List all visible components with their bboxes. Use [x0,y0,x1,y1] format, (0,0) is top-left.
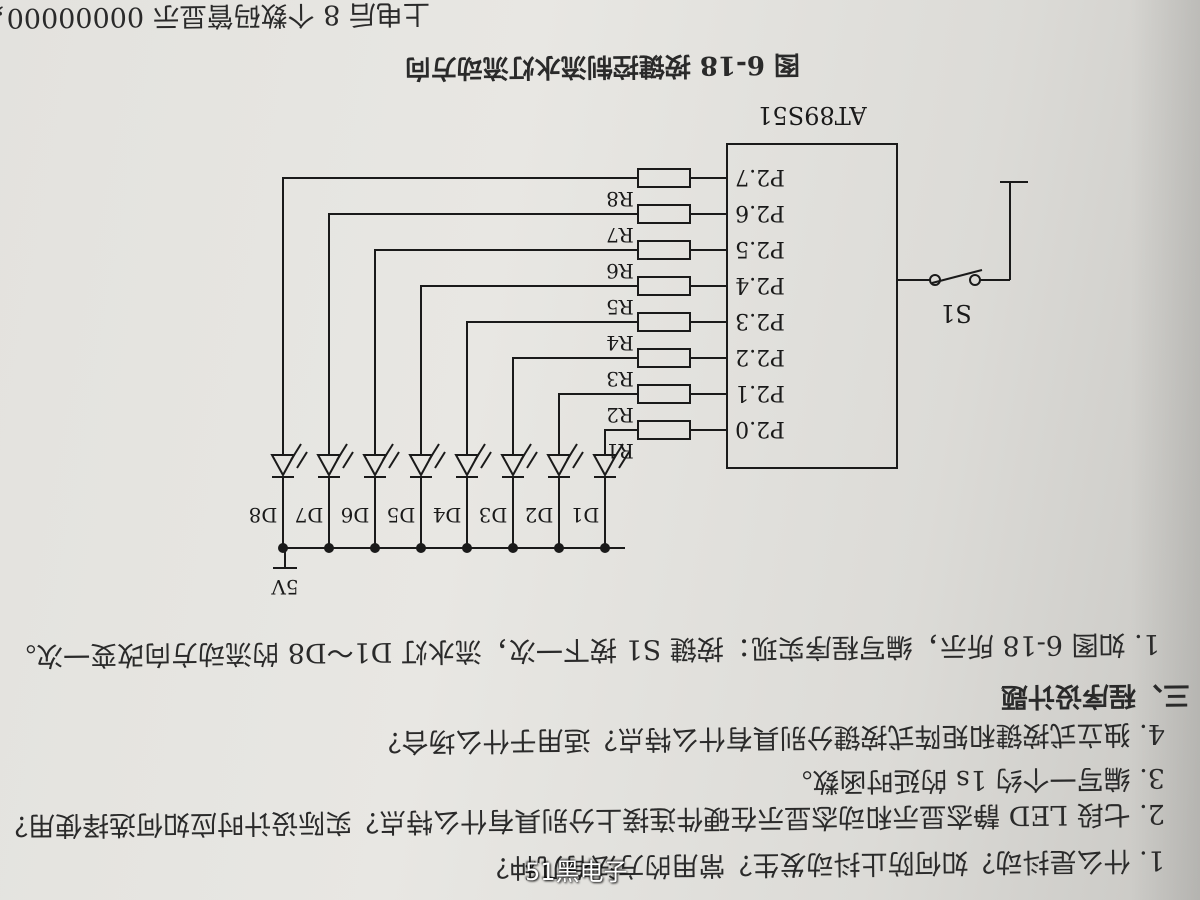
led-label-2: D2 [525,503,554,527]
resistor-2 [637,384,691,404]
led-label-6: D6 [341,503,370,527]
pin-label-2: P2.1 [735,380,785,405]
pin-label-7: P2.6 [735,200,785,225]
led-arrow-b-4 [474,443,486,461]
led-arrow-b-1 [612,443,624,461]
led-triangle-3 [500,454,526,478]
pin-label-5: P2.4 [735,272,785,297]
led-arrow-a-7 [342,451,354,469]
pin-label-4: P2.3 [735,308,785,333]
led-arrow-a-3 [526,451,538,469]
led-triangle-6 [362,454,388,478]
resistor-label-7: R7 [606,223,634,247]
led-triangle-7 [316,454,342,478]
led-feed-4 [466,321,487,455]
mcu-label: AT89S51 [757,101,868,129]
led-label-8: D8 [249,503,278,527]
pin-label-8: P2.7 [735,164,785,189]
led-arrow-b-6 [382,443,394,461]
resistor-label-1: R1 [606,439,634,463]
resistor-1 [637,420,691,440]
top-fragment: 上电后 8 个数码管显示 00000000， [0,0,431,34]
led-arrow-b-8 [290,443,302,461]
resistor-8 [637,168,691,188]
resistor-5 [637,276,691,296]
led-feed-8 [282,177,303,455]
led-triangle-5 [408,454,434,478]
pin-label-1: P2.0 [735,416,785,441]
resistor-label-6: R6 [606,259,634,283]
led-feed-1 [604,429,625,455]
led-arrow-a-8 [296,451,308,469]
led-label-4: D4 [433,503,462,527]
switch-label: S1 [940,299,972,327]
led-arrow-b-2 [566,443,578,461]
led-feed-6 [374,249,395,455]
led-arrow-a-5 [434,451,446,469]
led-triangle-8 [270,454,296,478]
led-feed-7 [328,213,349,455]
watermark: 51黑电子 [525,858,628,886]
resistor-label-3: R3 [606,367,634,391]
resistor-7 [637,204,691,224]
led-arrow-a-2 [572,451,584,469]
led-feed-2 [558,393,579,455]
led-feed-5 [420,285,441,455]
led-label-7: D7 [295,503,324,527]
led-label-1: D1 [571,503,600,527]
led-arrow-b-3 [520,443,532,461]
led-arrow-b-5 [428,443,440,461]
resistor-label-5: R5 [606,295,634,319]
supply-label: 5V [271,575,299,599]
switch-lever [931,269,983,284]
led-triangle-2 [546,454,572,478]
resistor-label-8: R8 [606,187,634,211]
led-label-5: D5 [387,503,416,527]
pin-label-6: P2.5 [735,236,785,261]
led-triangle-4 [454,454,480,478]
pin-label-3: P2.2 [735,344,785,369]
figure-caption: 图 6-18 按键控制流水灯流动方向 [404,48,801,84]
mcu-box [726,143,898,469]
led-arrow-a-1 [618,451,630,469]
led-arrow-b-7 [336,443,348,461]
resistor-label-2: R2 [606,403,634,427]
led-feed-3 [512,357,533,455]
led-arrow-a-4 [480,451,492,469]
switch-contact-left [929,274,941,286]
resistor-label-4: R4 [606,331,634,355]
resistor-4 [637,312,691,332]
resistor-6 [637,240,691,260]
led-triangle-1 [592,454,618,478]
book-spine-shadow [1130,0,1200,900]
led-arrow-a-6 [388,451,400,469]
switch-contact-right [969,274,981,286]
resistor-3 [637,348,691,368]
led-label-3: D3 [479,503,508,527]
